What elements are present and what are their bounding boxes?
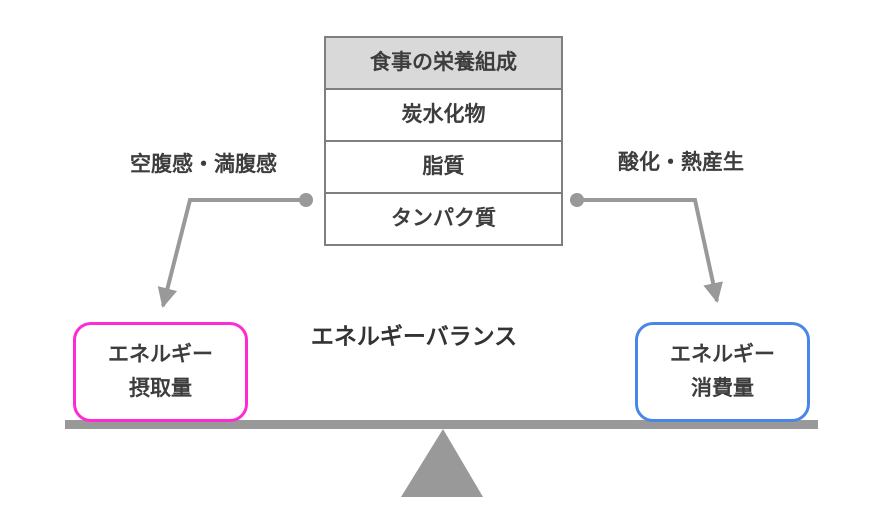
energy-intake-line1: エネルギー [108, 343, 213, 366]
diagram-title: エネルギーバランス [310, 323, 518, 349]
oxidation-thermogenesis-label: 酸化・熱産生 [618, 151, 744, 174]
left-connector-dot [299, 193, 313, 207]
energy-expenditure-line2: 消費量 [691, 377, 754, 400]
nutrition-table-row-carbohydrate: 炭水化物 [326, 88, 561, 140]
energy-expenditure-line1: エネルギー [670, 343, 775, 366]
nutrition-table-row-protein: タンパク質 [326, 192, 561, 244]
nutrition-table-header: 食事の栄養組成 [326, 38, 561, 88]
right-connector-dot [570, 193, 584, 207]
nutrition-table-row-lipid: 脂質 [326, 140, 561, 192]
fulcrum-triangle [401, 429, 483, 497]
energy-intake-box: エネルギー 摂取量 [73, 322, 248, 422]
right-arrow [577, 198, 723, 303]
nutrition-table: 食事の栄養組成 炭水化物 脂質 タンパク質 [324, 36, 563, 246]
energy-expenditure-box: エネルギー 消費量 [635, 322, 810, 422]
energy-intake-line2: 摂取量 [129, 377, 192, 400]
hunger-satiety-label: 空腹感・満腹感 [130, 153, 277, 176]
left-arrow [157, 198, 306, 308]
